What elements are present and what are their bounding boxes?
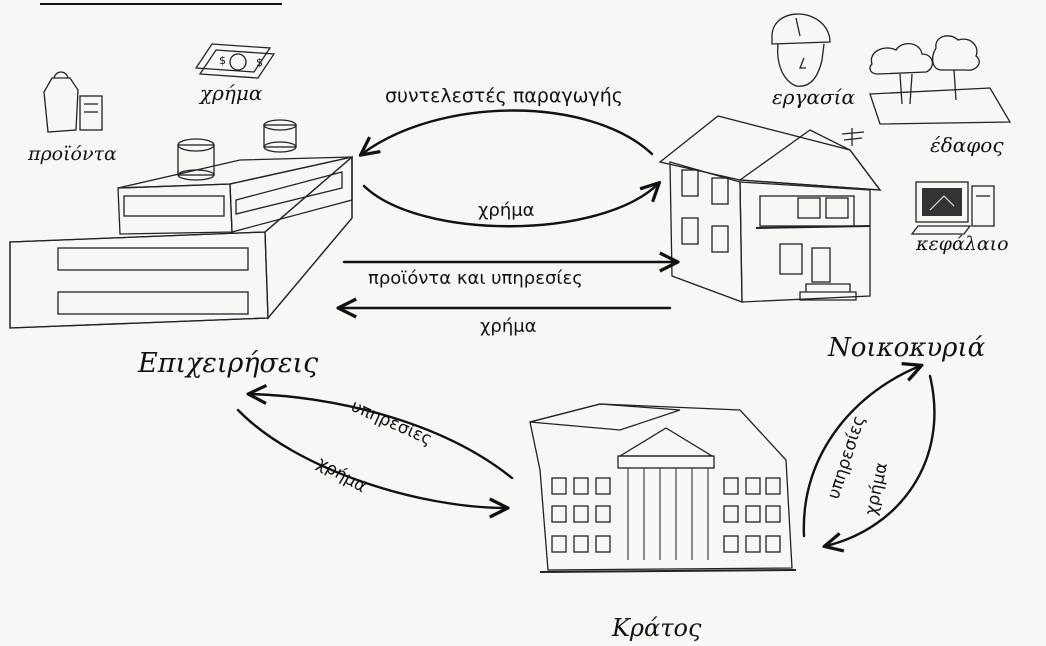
money-to-households-arrow xyxy=(362,184,658,228)
worker-head-icon xyxy=(771,13,831,87)
factors-flow-label: συντελεστές παραγωγής xyxy=(385,85,623,107)
state-building xyxy=(529,403,797,573)
state-services-to-households-label: υπηρεσίες xyxy=(824,413,870,501)
firms-label: Επιχειρήσεις xyxy=(137,348,319,379)
svg-text:$: $ xyxy=(256,56,263,69)
goods-flow-label: προϊόντα και υπηρεσίες xyxy=(368,268,583,289)
households-money-to-state-label: χρήμα xyxy=(861,461,892,517)
factory-building xyxy=(9,119,353,329)
households-label: Νοικοκυριά xyxy=(827,333,986,363)
money-icon-label: χρήμα xyxy=(198,81,263,105)
households-money-to-state-arrow xyxy=(826,374,936,546)
land-label: έδαφος xyxy=(930,133,1004,157)
money-to-households-label: χρήμα xyxy=(478,200,535,221)
products-icon xyxy=(43,71,103,133)
computer-icon xyxy=(910,181,995,235)
state-services-to-firms-arrow xyxy=(250,394,514,480)
trees-icon xyxy=(869,35,1012,125)
money-icon: $ $ xyxy=(194,43,276,79)
firms-money-to-state-label: χρήμα xyxy=(314,453,370,497)
labor-label: εργασία xyxy=(772,85,855,109)
state-label: Κράτος xyxy=(611,614,702,642)
house-building xyxy=(658,115,882,303)
money-to-firms-label: χρήμα xyxy=(480,316,537,337)
state-services-to-households-arrow xyxy=(802,366,920,538)
products-label: προϊόντα xyxy=(27,143,117,165)
capital-label: κεφάλαιο xyxy=(915,233,1009,255)
firms-money-to-state-arrow xyxy=(236,408,506,508)
factors-flow-arrow xyxy=(362,109,654,155)
state-services-to-firms-label: υπηρεσίες xyxy=(348,396,435,449)
svg-text:$: $ xyxy=(219,54,226,67)
